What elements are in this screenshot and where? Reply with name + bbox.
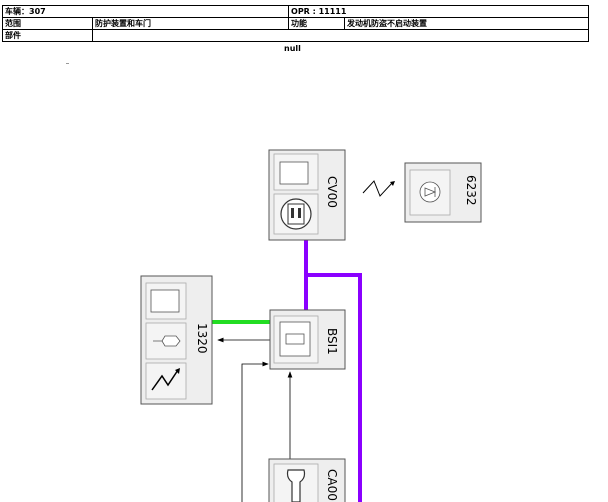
- bsi-module-icon: [279, 321, 311, 357]
- header-row-part: 部件: [2, 29, 590, 42]
- header-table: 车辆：307 OPR : 11111 范围 防护装置和车门 功能 发动机防盗不启…: [1, 5, 590, 42]
- ecu-connector-icon: [150, 289, 180, 313]
- signal-line-ca00-to-bsi: [241, 361, 269, 502]
- component-bsi1[interactable]: BSI1: [269, 309, 346, 370]
- part-label: 部件: [2, 29, 93, 42]
- can-bus-line: [304, 240, 362, 502]
- 1320-label: 1320: [195, 323, 209, 354]
- led-icon: [419, 181, 441, 203]
- component-cv00[interactable]: CV00: [268, 149, 346, 241]
- divider: [66, 63, 69, 64]
- key-icon: [286, 469, 306, 502]
- diagram-subtitle: null: [284, 44, 301, 53]
- cv00-label: CV00: [325, 176, 339, 208]
- connector-icon: [279, 161, 309, 185]
- spark-icon: [151, 369, 179, 391]
- component-1320[interactable]: 1320: [140, 275, 213, 405]
- wireless-arrow-icon: [390, 181, 395, 186]
- component-6232[interactable]: 6232: [404, 162, 482, 223]
- bsi1-label: BSI1: [325, 328, 339, 355]
- injector-icon: [153, 335, 181, 347]
- wireless-link-icon: [362, 180, 394, 197]
- 6232-label: 6232: [464, 175, 478, 206]
- ca00-label: CA00: [325, 469, 339, 501]
- part-value: [91, 29, 590, 42]
- component-ca00[interactable]: CA00: [268, 458, 346, 502]
- header-row-vehicle: 车辆：307 OPR : 11111: [1, 5, 590, 18]
